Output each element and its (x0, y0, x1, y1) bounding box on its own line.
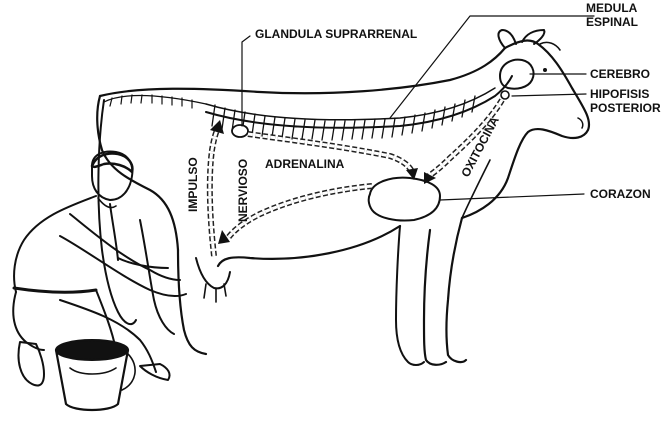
label-nervioso: NERVIOSO (236, 159, 250, 222)
spinal-cord (104, 76, 512, 140)
label-hipofisis-line1: HIPOFISIS (590, 87, 649, 101)
heart-shape (369, 178, 440, 221)
milk-pail (56, 340, 135, 410)
label-medula-line1: MEDULA (586, 1, 638, 15)
adrenal-gland-shape (232, 125, 248, 137)
label-adrenalina: ADRENALINA (265, 157, 345, 171)
brain-shape (500, 60, 534, 89)
label-hipofisis-line2: POSTERIOR (590, 101, 661, 115)
pituitary-shape (501, 91, 509, 99)
label-cerebro: CEREBRO (590, 67, 650, 81)
cow-illustration (97, 30, 589, 365)
label-glandula-suprarrenal: GLANDULA SUPRARRENAL (255, 27, 417, 41)
label-corazon: CORAZON (590, 187, 651, 201)
label-medula-line2: ESPINAL (586, 15, 638, 29)
label-oxitocina: OXITOCINA (458, 114, 502, 180)
label-impulso: IMPULSO (186, 157, 200, 212)
